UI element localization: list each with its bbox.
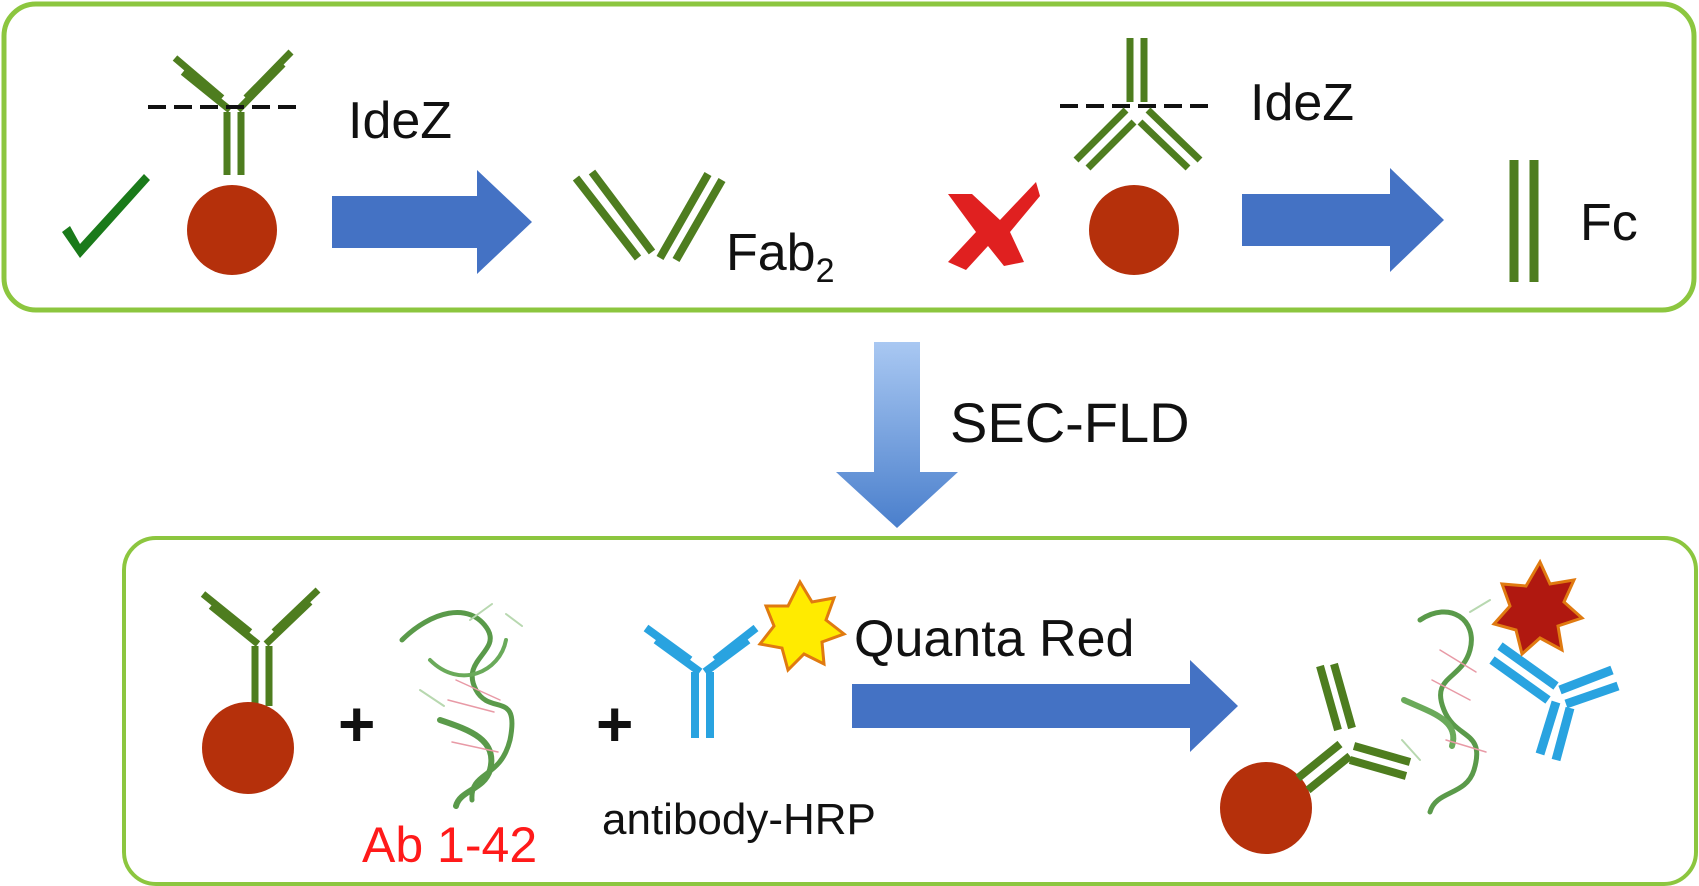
peptide-structure-icon xyxy=(399,603,523,809)
bead-icon xyxy=(1220,762,1312,854)
bead-icon xyxy=(1089,185,1179,275)
capture-antibody-icon xyxy=(1295,662,1412,794)
bead-icon xyxy=(187,185,277,275)
antibody-icon xyxy=(172,49,294,175)
substrate-label: Quanta Red xyxy=(854,610,1134,668)
capture-antibody-icon xyxy=(200,587,321,706)
enzyme-label-right: IdeZ xyxy=(1250,74,1354,132)
arrow-icon xyxy=(852,660,1238,752)
plus-sign-2: + xyxy=(596,688,633,760)
peptide-structure-icon xyxy=(1401,599,1491,815)
down-arrow-icon xyxy=(836,342,958,528)
plus-sign-1: + xyxy=(338,688,375,760)
fc-label: Fc xyxy=(1580,194,1638,252)
detection-antibody-label: antibody-HRP xyxy=(602,795,876,844)
inverted-antibody-icon xyxy=(1073,38,1203,171)
detection-antibody-icon xyxy=(643,624,759,738)
fab2-label: Fab2 xyxy=(726,224,835,290)
peptide-label: Ab 1-42 xyxy=(362,817,537,873)
arrow-icon xyxy=(1242,168,1444,272)
bead-icon xyxy=(202,702,294,794)
cross-icon xyxy=(948,182,1040,270)
fc-fragment-icon xyxy=(1509,160,1539,282)
enzyme-label-left: IdeZ xyxy=(348,92,452,150)
method-label: SEC-FLD xyxy=(950,391,1190,454)
detection-antibody-icon xyxy=(1489,642,1620,762)
hrp-star-icon xyxy=(757,578,848,673)
arrow-icon xyxy=(332,170,532,274)
check-icon xyxy=(62,174,150,258)
fab2-fragment-icon xyxy=(572,169,726,262)
hrp-star-icon xyxy=(1491,558,1585,657)
